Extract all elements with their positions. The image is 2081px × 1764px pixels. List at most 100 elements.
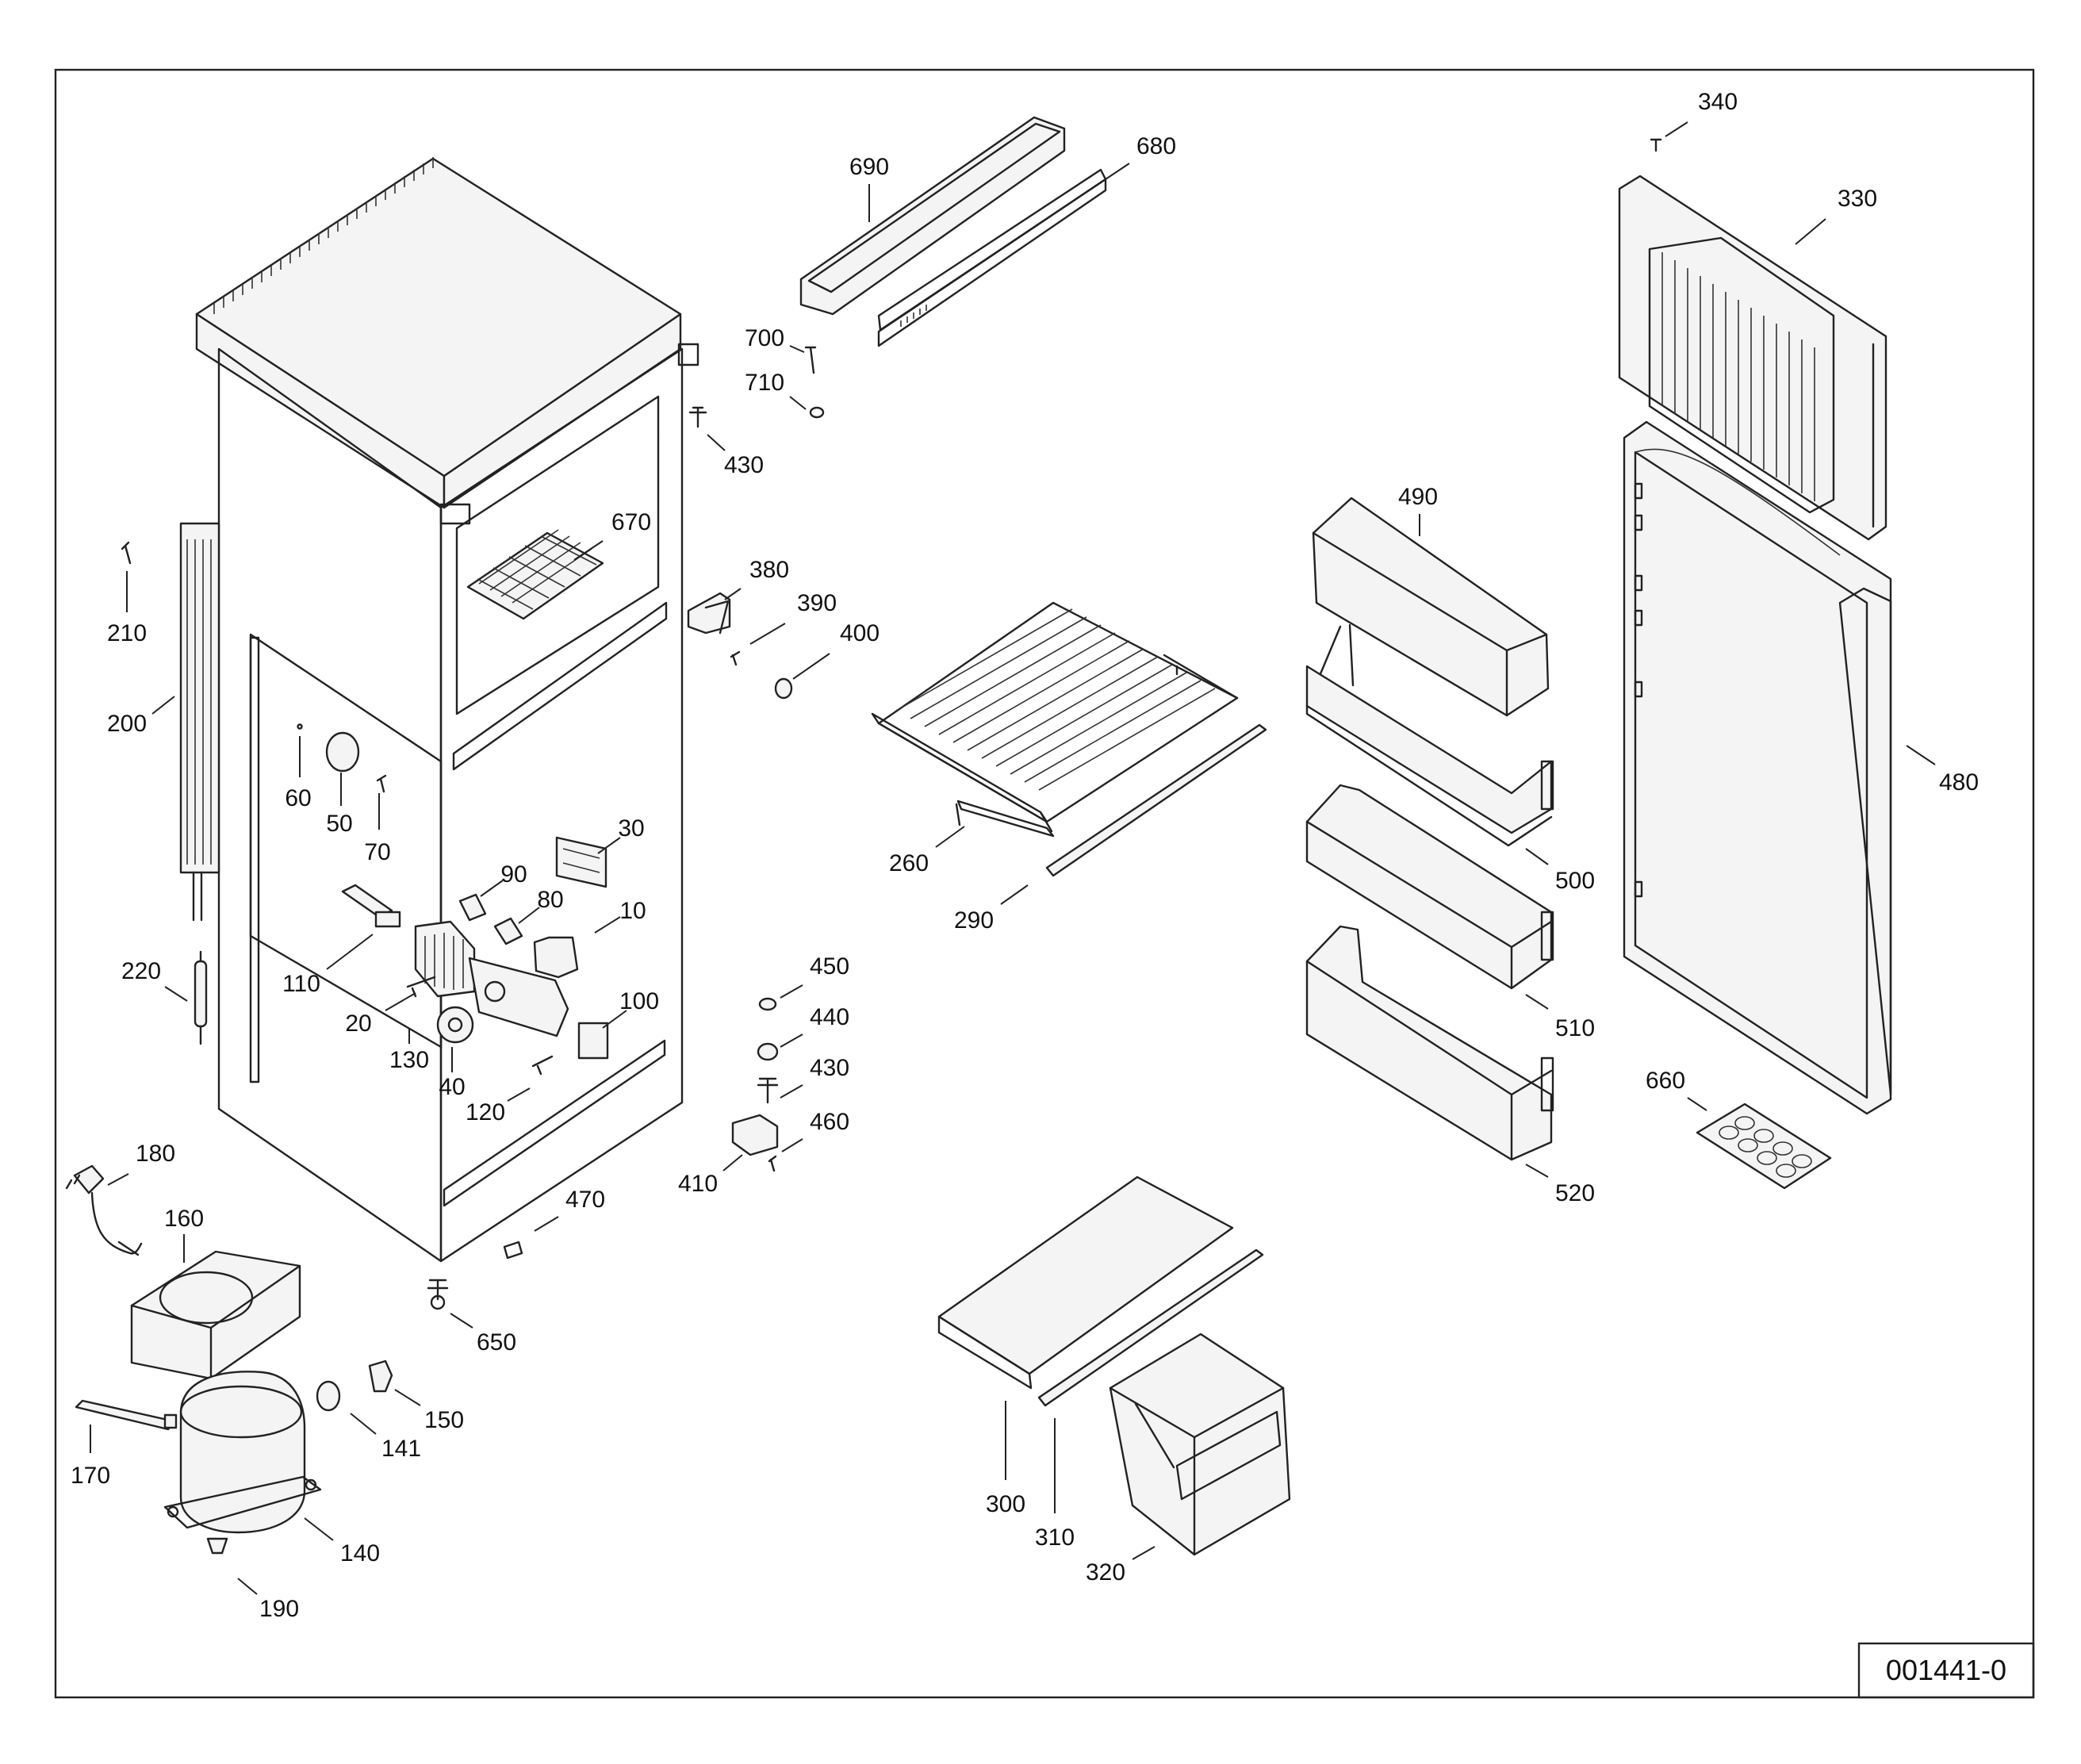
leader-line-500 xyxy=(1525,848,1549,865)
leader-line-440 xyxy=(780,1033,803,1048)
callout-460: 460 xyxy=(810,1109,849,1135)
crisper-drawer xyxy=(1109,1333,1291,1556)
leader-line-660 xyxy=(1687,1097,1707,1111)
callout-520: 520 xyxy=(1555,1180,1595,1206)
top-panel xyxy=(799,116,1107,347)
callout-30: 30 xyxy=(618,815,644,842)
drier xyxy=(194,950,208,1045)
callout-680: 680 xyxy=(1136,133,1176,159)
callout-60: 60 xyxy=(285,785,311,811)
leader-line-10 xyxy=(594,916,621,934)
callout-700: 700 xyxy=(745,325,784,351)
callout-390: 390 xyxy=(797,590,837,616)
callout-330: 330 xyxy=(1838,186,1877,212)
callout-110: 110 xyxy=(282,971,320,997)
leader-line-410 xyxy=(722,1154,743,1172)
callout-650: 650 xyxy=(477,1329,516,1356)
callout-180: 180 xyxy=(136,1141,175,1167)
callout-450: 450 xyxy=(810,953,849,980)
callout-710: 710 xyxy=(745,370,784,396)
callout-170: 170 xyxy=(71,1463,110,1489)
thermostat-assembly xyxy=(341,836,609,1076)
callout-141: 141 xyxy=(381,1436,421,1462)
cabinet-body xyxy=(195,157,699,1263)
leader-line-110 xyxy=(326,934,374,970)
leader-line-20 xyxy=(385,992,416,1011)
plate-and-foot xyxy=(427,1241,523,1310)
leader-line-90 xyxy=(480,880,504,897)
leader-line-390 xyxy=(749,623,786,645)
callout-320: 320 xyxy=(1086,1559,1125,1586)
diagram-reference: 001441-0 xyxy=(1886,1654,2006,1686)
callout-690: 690 xyxy=(849,154,889,180)
reference-box xyxy=(1857,1642,2035,1699)
compressor xyxy=(75,1359,393,1555)
screw-210 xyxy=(121,541,132,565)
wire-shelf xyxy=(871,601,1239,838)
leader-lines xyxy=(90,121,1936,1595)
callout-190: 190 xyxy=(259,1596,299,1622)
callout-490: 490 xyxy=(1398,484,1438,510)
freezer-door xyxy=(1618,138,1887,541)
callout-160: 160 xyxy=(164,1206,204,1232)
shelf-trim xyxy=(1045,723,1267,877)
compressor-box xyxy=(130,1250,301,1380)
leader-line-100 xyxy=(602,1010,627,1029)
leader-line-680 xyxy=(1105,163,1130,180)
leader-line-150 xyxy=(394,1389,421,1406)
callout-300: 300 xyxy=(986,1491,1025,1517)
callout-labels: 1020304050607080901001101201301401411501… xyxy=(71,89,1979,1622)
leader-line-430b xyxy=(780,1084,803,1099)
leader-line-141 xyxy=(350,1413,377,1435)
door-shelf-top xyxy=(1312,497,1550,717)
hinge-lower xyxy=(731,997,779,1172)
callout-260: 260 xyxy=(889,850,929,876)
callout-220: 220 xyxy=(121,958,161,984)
small-parts-50-60-70 xyxy=(297,723,387,793)
condenser xyxy=(179,522,220,922)
leader-line-330 xyxy=(1795,218,1826,245)
leader-line-220 xyxy=(164,986,188,1002)
leader-line-480 xyxy=(1906,745,1936,765)
leader-line-430a xyxy=(707,434,726,451)
callout-140: 140 xyxy=(340,1540,380,1567)
callout-410: 410 xyxy=(678,1171,718,1197)
leader-line-200 xyxy=(151,696,175,715)
leader-line-700 xyxy=(789,345,805,353)
egg-tray xyxy=(1696,1102,1832,1190)
glass-shelf xyxy=(937,1175,1264,1407)
diagram-frame xyxy=(54,68,2035,1699)
callout-470: 470 xyxy=(565,1187,605,1213)
callout-310: 310 xyxy=(1035,1524,1075,1551)
leader-line-140 xyxy=(304,1517,334,1541)
leader-line-190 xyxy=(237,1578,258,1595)
callout-80: 80 xyxy=(537,887,563,913)
callout-200: 200 xyxy=(107,711,147,737)
leader-line-180 xyxy=(107,1173,129,1186)
callout-10: 10 xyxy=(619,898,646,924)
callout-20: 20 xyxy=(345,1010,371,1037)
fridge-door xyxy=(1623,420,1892,1115)
callout-100: 100 xyxy=(619,988,659,1014)
leader-line-30 xyxy=(597,837,621,854)
power-cord xyxy=(65,1164,143,1256)
callout-480: 480 xyxy=(1939,769,1979,796)
callout-40: 40 xyxy=(439,1074,465,1100)
callout-440: 440 xyxy=(810,1004,849,1030)
door-shelf-510 xyxy=(1305,784,1554,990)
ice-tray xyxy=(466,529,604,620)
leader-line-120 xyxy=(507,1087,531,1102)
callout-210: 210 xyxy=(107,620,147,646)
callout-130: 130 xyxy=(389,1047,429,1073)
callout-150: 150 xyxy=(424,1407,464,1433)
leader-line-710 xyxy=(789,396,807,410)
callout-670: 670 xyxy=(611,509,651,535)
callout-90: 90 xyxy=(500,861,527,888)
leader-line-380 xyxy=(724,588,742,600)
callout-500: 500 xyxy=(1555,868,1595,894)
callout-340: 340 xyxy=(1698,89,1738,115)
callout-70: 70 xyxy=(364,839,390,865)
leader-line-450 xyxy=(780,984,803,999)
leader-line-320 xyxy=(1132,1546,1155,1560)
